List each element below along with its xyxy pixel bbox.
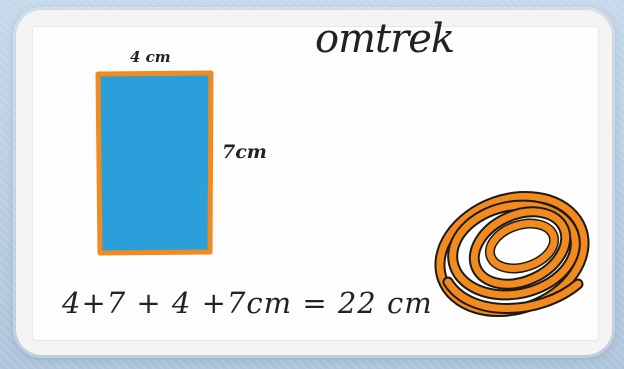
title-omtrek: omtrek [315,16,455,62]
rope-coil-icon [434,190,590,318]
height-label: 7cm [222,141,267,163]
rectangle-shape [95,70,214,256]
width-label: 4 cm [130,48,171,66]
perimeter-formula: 4+7 + 4 +7cm = 22 cm [62,286,433,320]
